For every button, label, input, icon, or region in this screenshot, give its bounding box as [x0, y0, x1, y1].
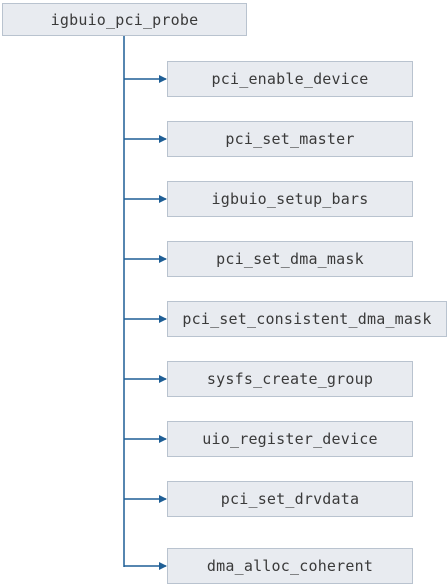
node-dma-alloc-coherent: dma_alloc_coherent — [167, 548, 413, 584]
node-label: pci_set_drvdata — [220, 490, 360, 508]
node-pci-set-master: pci_set_master — [167, 121, 413, 157]
node-pci-set-consistent-dma-mask: pci_set_consistent_dma_mask — [167, 301, 447, 337]
node-label: dma_alloc_coherent — [206, 557, 374, 575]
node-label: pci_enable_device — [211, 70, 369, 88]
node-pci-set-dma-mask: pci_set_dma_mask — [167, 241, 413, 277]
node-label: sysfs_create_group — [206, 370, 374, 388]
node-label: igbuio_setup_bars — [211, 190, 369, 208]
node-label: pci_set_dma_mask — [216, 250, 364, 268]
node-label: uio_register_device — [202, 430, 378, 448]
node-uio-register-device: uio_register_device — [167, 421, 413, 457]
node-label: pci_set_consistent_dma_mask — [182, 310, 432, 328]
node-pci-set-drvdata: pci_set_drvdata — [167, 481, 413, 517]
node-pci-enable-device: pci_enable_device — [167, 61, 413, 97]
root-node-igbuio-pci-probe: igbuio_pci_probe — [2, 3, 247, 36]
root-node-label: igbuio_pci_probe — [50, 10, 199, 29]
node-label: pci_set_master — [225, 130, 355, 148]
node-igbuio-setup-bars: igbuio_setup_bars — [167, 181, 413, 217]
node-sysfs-create-group: sysfs_create_group — [167, 361, 413, 397]
